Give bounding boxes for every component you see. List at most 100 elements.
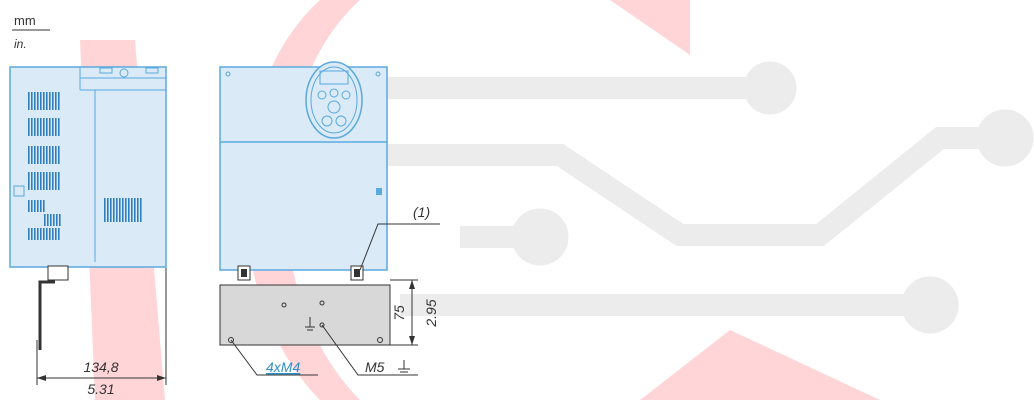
width-arrow-right bbox=[157, 375, 166, 381]
watermark-red-lower-wing bbox=[640, 330, 880, 400]
unit-mm: mm bbox=[14, 13, 36, 28]
vent-slot bbox=[49, 146, 51, 164]
vent-slot bbox=[55, 146, 57, 164]
front-view-foot-left-inner bbox=[241, 269, 247, 277]
mounting-plate bbox=[219, 284, 391, 346]
width-mm-label: 134,8 bbox=[83, 359, 118, 375]
unit-in: in. bbox=[14, 37, 27, 51]
side-view-bracket bbox=[38, 280, 55, 350]
vent-slot bbox=[116, 198, 118, 222]
mounting-plate-body bbox=[219, 284, 391, 346]
vent-slot bbox=[137, 198, 139, 222]
keypad bbox=[305, 61, 363, 139]
plate-hole-corner-bl bbox=[228, 337, 234, 343]
ground-screw-leader bbox=[321, 324, 418, 376]
vent-slot bbox=[46, 228, 48, 240]
vent-slot bbox=[53, 214, 55, 226]
vent-slot bbox=[122, 198, 124, 222]
keypad-display bbox=[319, 70, 349, 85]
watermark-circuit bbox=[380, 61, 1034, 334]
vent-slot bbox=[31, 172, 33, 190]
ground-screw-label: M5 bbox=[365, 359, 385, 375]
vent-slot bbox=[55, 228, 57, 240]
vent-slot bbox=[40, 200, 42, 212]
vent-slot bbox=[107, 198, 109, 222]
vent-slot bbox=[46, 146, 48, 164]
keypad-dial bbox=[327, 100, 341, 114]
vent-slot bbox=[34, 228, 36, 240]
note-callout: (1) bbox=[359, 204, 440, 271]
vent-slot bbox=[55, 92, 57, 110]
front-view-foot-right-inner bbox=[354, 269, 360, 277]
vent-slot bbox=[52, 118, 54, 136]
vent-slot bbox=[43, 146, 45, 164]
vent-slot bbox=[43, 92, 45, 110]
vent-slot bbox=[110, 198, 112, 222]
vent-slot bbox=[37, 200, 39, 212]
vent-slot bbox=[28, 146, 30, 164]
watermark-red-right-wing bbox=[610, 0, 690, 55]
vent-slot bbox=[34, 172, 36, 190]
vent-slot bbox=[125, 198, 127, 222]
vent-slot bbox=[28, 172, 30, 190]
vent-slot bbox=[50, 214, 52, 226]
trace-3-node bbox=[511, 208, 569, 266]
side-view-top-tab bbox=[99, 67, 113, 74]
vent-slot bbox=[44, 214, 46, 226]
side-view-connector bbox=[13, 185, 25, 197]
vent-slot bbox=[49, 172, 51, 190]
plate-hole-2 bbox=[319, 300, 325, 306]
vent-slot bbox=[28, 92, 30, 110]
note-ref-label: (1) bbox=[413, 204, 430, 220]
ground-symbol bbox=[305, 317, 315, 331]
vent-slot bbox=[119, 198, 121, 222]
vent-slot bbox=[31, 228, 33, 240]
trace-1-node bbox=[743, 61, 797, 115]
vent-slot bbox=[55, 118, 57, 136]
vent-slot bbox=[58, 172, 60, 190]
vent-slot bbox=[37, 118, 39, 136]
vent-slot bbox=[58, 118, 60, 136]
keypad-inner bbox=[310, 66, 358, 134]
vent-slot bbox=[31, 146, 33, 164]
mount-holes-leader bbox=[230, 339, 318, 376]
keypad-button-1 bbox=[317, 90, 327, 100]
vent-slot bbox=[58, 92, 60, 110]
vent-slot bbox=[37, 228, 39, 240]
vent-slot bbox=[31, 118, 33, 136]
vent-slot bbox=[52, 172, 54, 190]
vent-slot bbox=[37, 146, 39, 164]
vent-slot bbox=[43, 118, 45, 136]
vent-slot bbox=[40, 228, 42, 240]
plate-hole-3 bbox=[319, 322, 325, 328]
vent-slot bbox=[52, 228, 54, 240]
vent-slot bbox=[131, 198, 133, 222]
trace-4-node bbox=[901, 276, 959, 334]
vent-slot bbox=[40, 92, 42, 110]
front-view-indicator bbox=[376, 188, 382, 195]
ground-screw-symbol bbox=[398, 360, 410, 373]
vent-slot bbox=[40, 146, 42, 164]
vent-slot bbox=[34, 118, 36, 136]
vent-slot bbox=[49, 228, 51, 240]
vent-slot bbox=[31, 92, 33, 110]
vent-slot bbox=[49, 92, 51, 110]
vent-slot bbox=[47, 214, 49, 226]
front-view bbox=[219, 61, 388, 281]
side-view-body bbox=[9, 66, 167, 268]
ground-screw-callout: M5 bbox=[321, 324, 418, 376]
keypad-button-5 bbox=[335, 115, 347, 127]
vent-slot bbox=[58, 228, 60, 240]
front-view-screw-tl bbox=[225, 71, 231, 77]
side-view-bracket-clip bbox=[47, 265, 69, 281]
vent-slot bbox=[134, 198, 136, 222]
vent-slot bbox=[37, 172, 39, 190]
mount-holes-label: 4xM4 bbox=[266, 359, 300, 375]
vent-slot bbox=[52, 146, 54, 164]
vent-slot bbox=[46, 172, 48, 190]
keypad-outline bbox=[305, 61, 363, 139]
height-arrow-bottom bbox=[409, 336, 415, 345]
vent-slot bbox=[31, 200, 33, 212]
vent-slot bbox=[43, 228, 45, 240]
